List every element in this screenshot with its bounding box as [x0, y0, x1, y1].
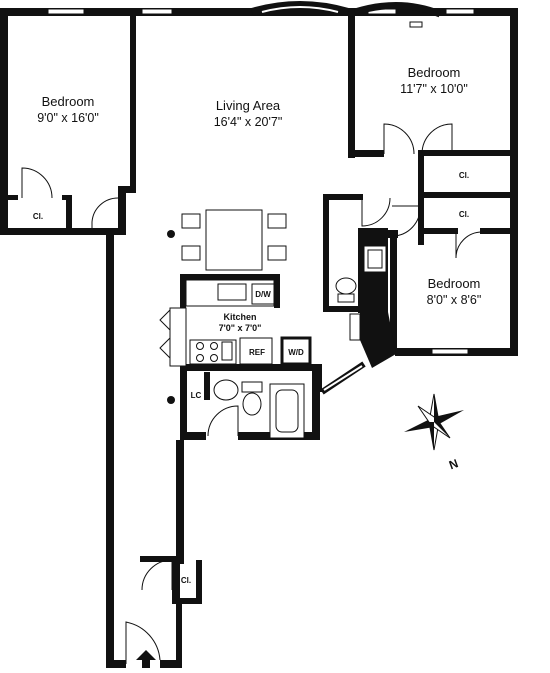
- living-dims: 16'4" x 20'7": [214, 115, 283, 129]
- bedroom-ne-dims: 11'7" x 10'0": [400, 82, 468, 96]
- kitchen-name: Kitchen: [223, 312, 256, 322]
- kitchen-dims: 7'0" x 7'0": [219, 323, 262, 333]
- windows: [47, 1, 475, 395]
- entry-arrow-icon: [136, 650, 156, 668]
- closet-label-entry: Cl.: [181, 576, 191, 585]
- dining-table: [205, 209, 263, 271]
- washer-dryer-label: W/D: [288, 348, 304, 357]
- closet-label-se: Cl.: [459, 210, 469, 219]
- doors: [21, 123, 483, 664]
- bedroom-se-name: Bedroom: [428, 276, 481, 291]
- compass-icon: [404, 393, 464, 451]
- bedroom-west-dims: 9'0" x 16'0": [37, 111, 99, 125]
- closet-label-ne: Cl.: [459, 171, 469, 180]
- north-label: N: [447, 456, 460, 472]
- linen-closet-label: LC: [191, 391, 202, 400]
- bedroom-west-name: Bedroom: [42, 94, 95, 109]
- living-name: Living Area: [216, 98, 281, 113]
- bedroom-se-dims: 8'0" x 8'6": [427, 293, 482, 307]
- refrigerator-label: REF: [249, 348, 265, 357]
- bedroom-ne-name: Bedroom: [408, 65, 461, 80]
- fixtures: [159, 209, 387, 439]
- closet-label-west: Cl.: [33, 212, 43, 221]
- dishwasher-label: D/W: [255, 290, 271, 299]
